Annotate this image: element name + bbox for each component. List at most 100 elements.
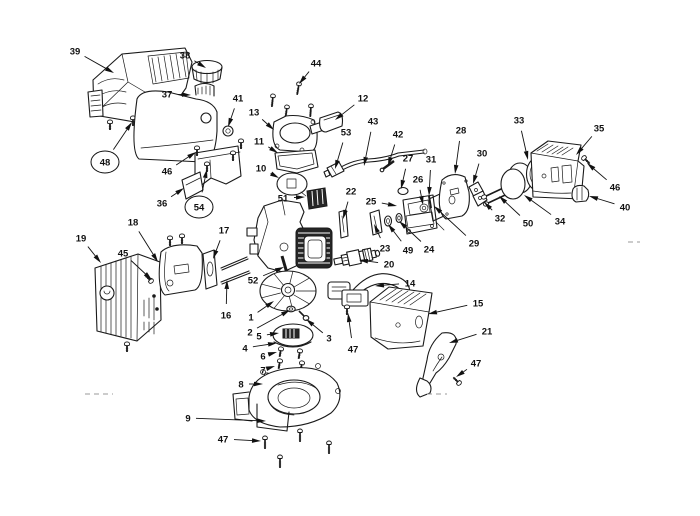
leader-line — [215, 240, 221, 251]
callout-54: 54 — [184, 169, 214, 219]
callout-14: 14 — [375, 279, 416, 290]
part-number-label: 30 — [477, 149, 488, 160]
part-number-label: 31 — [426, 155, 437, 166]
arrowhead-icon — [93, 254, 101, 263]
part-number-label: 18 — [128, 218, 139, 229]
arrowhead-icon — [346, 313, 352, 323]
arrowhead-icon — [269, 146, 278, 153]
part-starter-handle — [309, 111, 344, 135]
arrowhead-icon — [453, 164, 459, 174]
part-muffler-gasket — [202, 249, 218, 290]
arrowhead-icon — [387, 202, 397, 207]
callout-5: 5 — [256, 332, 279, 343]
leader-line — [531, 199, 552, 215]
callout-24: 24 — [399, 221, 435, 256]
leader-line — [195, 417, 258, 422]
leader-line — [457, 333, 477, 341]
leader-line — [252, 343, 269, 348]
leader-line — [312, 324, 324, 334]
part-reed-plate — [306, 187, 328, 210]
part-tank-grommet — [222, 125, 234, 137]
part-number-label: 4 — [242, 344, 248, 355]
part-cylinder-shield — [94, 253, 162, 353]
part-number-label: 11 — [254, 137, 265, 148]
arrowhead-icon — [143, 272, 152, 280]
callout-20: 20 — [359, 258, 394, 271]
part-number-label: 41 — [233, 94, 244, 105]
arrowhead-icon — [427, 186, 432, 196]
callout-12: 12 — [335, 94, 368, 120]
part-number-label: 53 — [341, 128, 352, 139]
part-starter-housing — [272, 114, 318, 153]
leader-line — [257, 305, 267, 313]
part-number-label: 46 — [162, 167, 173, 178]
leader-line — [381, 202, 389, 205]
part-number-label: 47 — [471, 359, 482, 370]
arrowhead-icon — [449, 338, 459, 343]
part-number-label: 3 — [326, 334, 331, 345]
part-number-label: 2 — [247, 328, 252, 339]
part-number-label: 8 — [238, 380, 243, 391]
arrowhead-icon — [306, 319, 315, 327]
arrowhead-icon — [254, 381, 263, 387]
leader-line — [138, 231, 154, 255]
arrowhead-icon — [269, 332, 279, 337]
arrowhead-icon — [105, 66, 114, 73]
callout-46b: 46 — [587, 163, 620, 194]
arrowhead-icon — [187, 152, 196, 159]
part-number-label: 37 — [162, 90, 173, 101]
arrowhead-icon — [434, 206, 443, 214]
part-number-label: 38 — [180, 51, 191, 62]
arrowhead-icon — [256, 418, 266, 423]
arrowhead-icon — [499, 196, 508, 204]
ground-marks — [85, 241, 640, 395]
part-number-label: 33 — [514, 116, 525, 127]
part-number-label: 35 — [594, 124, 605, 135]
leader-line — [593, 168, 607, 181]
leader-line — [597, 198, 615, 205]
callout-52: 52 — [248, 267, 284, 287]
leader-line — [84, 56, 107, 69]
part-number-label: 49 — [403, 246, 414, 257]
part-bracket-clamp — [181, 171, 204, 200]
arrowhead-icon — [299, 75, 307, 84]
part-number-label: 17 — [219, 226, 230, 237]
part-number-label: 27 — [403, 154, 414, 165]
callout-39: 39 — [70, 47, 114, 73]
arrowhead-icon — [265, 122, 274, 130]
part-starter-gasket — [274, 149, 319, 174]
callout-47c: 47 — [456, 359, 482, 377]
part-number-label: 26 — [413, 175, 424, 186]
arrowhead-icon — [335, 112, 344, 120]
arrowhead-icon — [267, 342, 277, 347]
callout-1: 1 — [248, 301, 274, 324]
leader-line — [268, 146, 271, 149]
part-number-label: 51 — [278, 194, 289, 205]
leader-line — [429, 169, 431, 188]
leader-line — [365, 131, 372, 158]
callout-34: 34 — [524, 195, 566, 228]
part-number-label: 48 — [100, 158, 111, 169]
part-ignition-module — [327, 273, 411, 307]
arrowhead-icon — [523, 150, 529, 160]
leader-line — [475, 163, 480, 176]
arrowhead-icon — [202, 169, 208, 179]
leader-line — [337, 142, 344, 161]
arrowhead-icon — [388, 224, 396, 233]
part-number-label: 21 — [482, 327, 493, 338]
part-number-label: 36 — [157, 199, 168, 210]
arrowhead-icon — [375, 282, 385, 288]
callout-42: 42 — [388, 130, 403, 166]
leader-line — [194, 60, 199, 64]
callout-51: 51 — [278, 194, 305, 205]
callout-circle — [184, 195, 214, 219]
callout-37: 37 — [162, 90, 191, 101]
arrowhead-icon — [374, 224, 380, 234]
part-number-label: 1 — [248, 313, 254, 324]
callout-46a: 46 — [162, 152, 196, 178]
part-number-label: 50 — [523, 219, 534, 230]
callout-19: 19 — [76, 234, 101, 263]
callout-30: 30 — [473, 149, 488, 184]
part-pulley-cup — [276, 172, 308, 197]
part-number-label: 13 — [249, 108, 260, 119]
